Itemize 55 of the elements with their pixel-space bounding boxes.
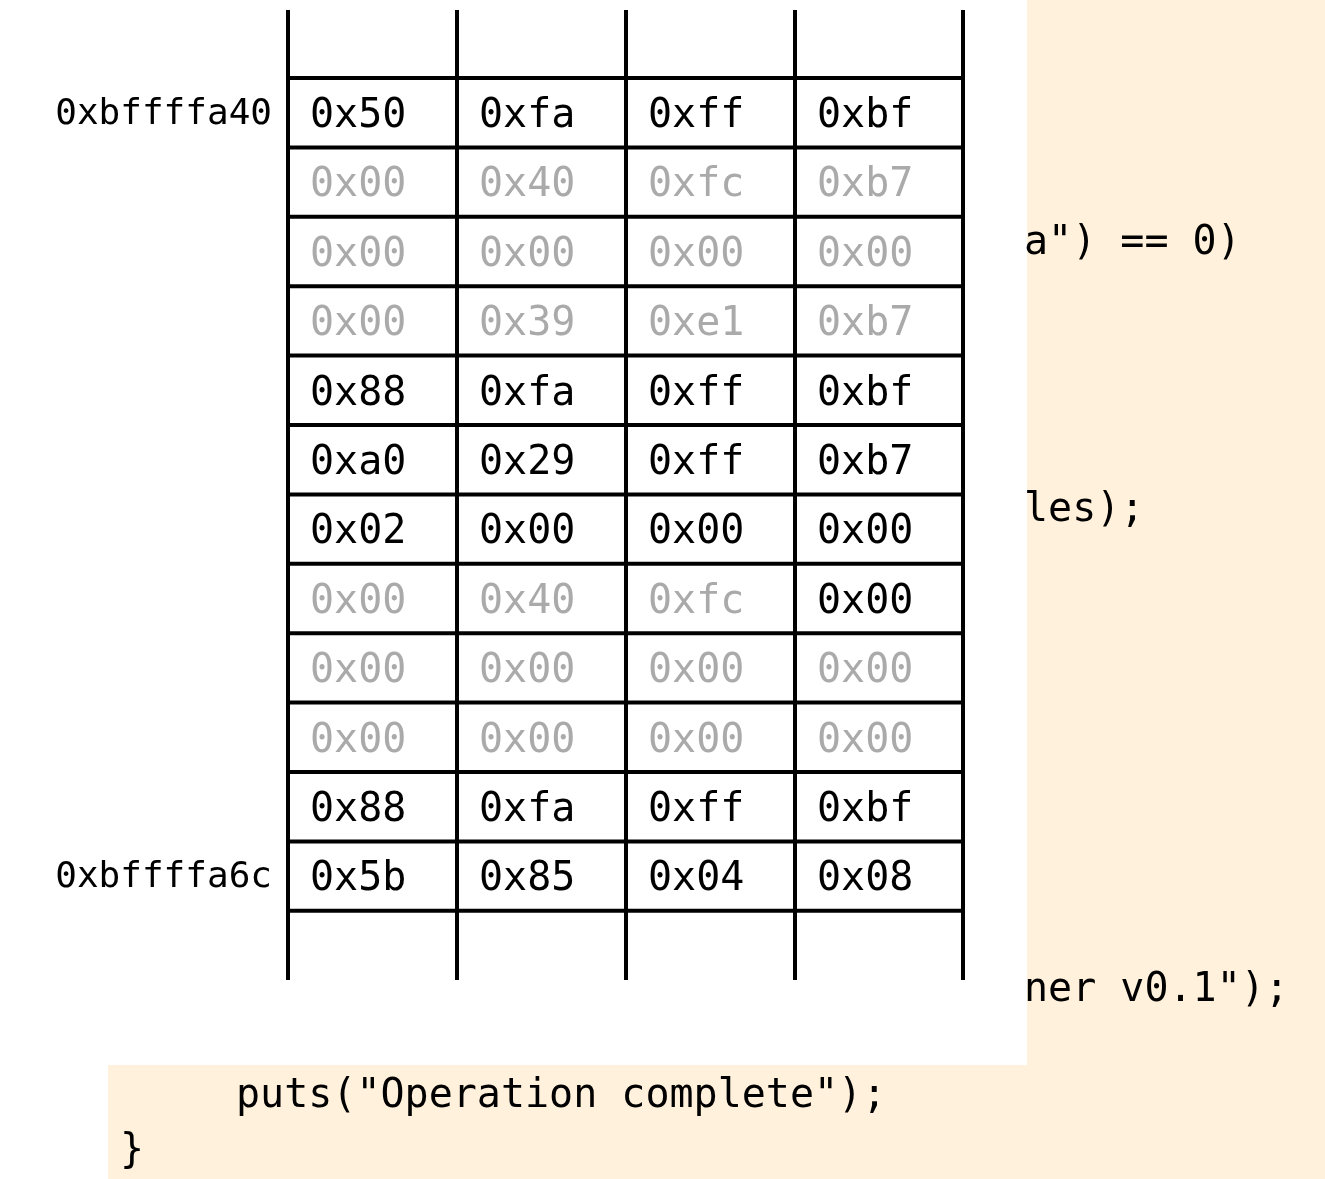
memory-byte: 0x00: [310, 227, 407, 276]
memory-byte: 0x00: [817, 713, 914, 762]
memory-byte: 0xb7: [817, 436, 914, 484]
memory-byte: 0x00: [817, 505, 914, 554]
code-line: }: [120, 1124, 145, 1172]
memory-byte: 0x00: [310, 574, 407, 623]
memory-byte: 0x50: [310, 89, 407, 137]
code-line: a") == 0): [1024, 216, 1241, 264]
memory-byte: 0xb7: [817, 158, 914, 207]
memory-byte: 0x00: [648, 713, 745, 762]
memory-byte: 0x40: [479, 158, 576, 207]
memory-byte: 0x00: [648, 644, 745, 693]
memory-byte: 0x02: [310, 505, 407, 554]
memory-byte: 0xb7: [817, 297, 914, 346]
memory-byte: 0x88: [310, 366, 407, 415]
memory-byte: 0x08: [817, 852, 914, 901]
memory-byte: 0x88: [310, 783, 407, 831]
memory-byte: 0xfc: [648, 158, 745, 207]
memory-byte: 0x00: [310, 158, 407, 207]
memory-byte: 0x00: [310, 297, 407, 346]
memory-byte: 0x00: [479, 713, 576, 762]
memory-byte: 0x85: [479, 852, 576, 901]
memory-byte: 0xe1: [648, 297, 745, 346]
code-line: les);: [1024, 483, 1145, 531]
memory-byte: 0x00: [479, 644, 576, 693]
memory-byte: 0xfa: [479, 89, 576, 137]
memory-byte: 0x39: [479, 297, 576, 346]
memory-byte: 0x00: [648, 505, 745, 554]
memory-byte: 0xbf: [817, 783, 914, 831]
memory-byte: 0xff: [648, 366, 745, 415]
memory-byte: 0x00: [817, 227, 914, 276]
memory-byte: 0x00: [310, 644, 407, 693]
memory-byte: 0x00: [817, 574, 914, 623]
memory-byte: 0xbf: [817, 366, 914, 415]
memory-byte: 0x00: [817, 644, 914, 693]
memory-byte: 0x40: [479, 574, 576, 623]
memory-byte: 0x5b: [310, 852, 407, 901]
memory-byte: 0x00: [479, 505, 576, 554]
memory-address: 0xbffffa40: [55, 90, 272, 134]
memory-byte: 0x04: [648, 852, 745, 901]
code-line: ner v0.1");: [1024, 963, 1289, 1011]
memory-byte: 0xfa: [479, 366, 576, 415]
memory-byte: 0xff: [648, 783, 745, 831]
memory-byte: 0xff: [648, 89, 745, 137]
memory-byte: 0xfc: [648, 574, 745, 623]
memory-byte: 0xff: [648, 436, 745, 484]
memory-byte: 0x00: [310, 713, 407, 762]
memory-byte: 0x29: [479, 436, 576, 484]
memory-byte: 0xfa: [479, 783, 576, 831]
memory-byte: 0xa0: [310, 436, 407, 484]
memory-address: 0xbffffa6c: [55, 853, 272, 898]
memory-byte: 0x00: [479, 227, 576, 276]
memory-byte: 0x00: [648, 227, 745, 276]
memory-byte: 0xbf: [817, 89, 914, 137]
code-line: puts("Operation complete");: [236, 1069, 887, 1117]
